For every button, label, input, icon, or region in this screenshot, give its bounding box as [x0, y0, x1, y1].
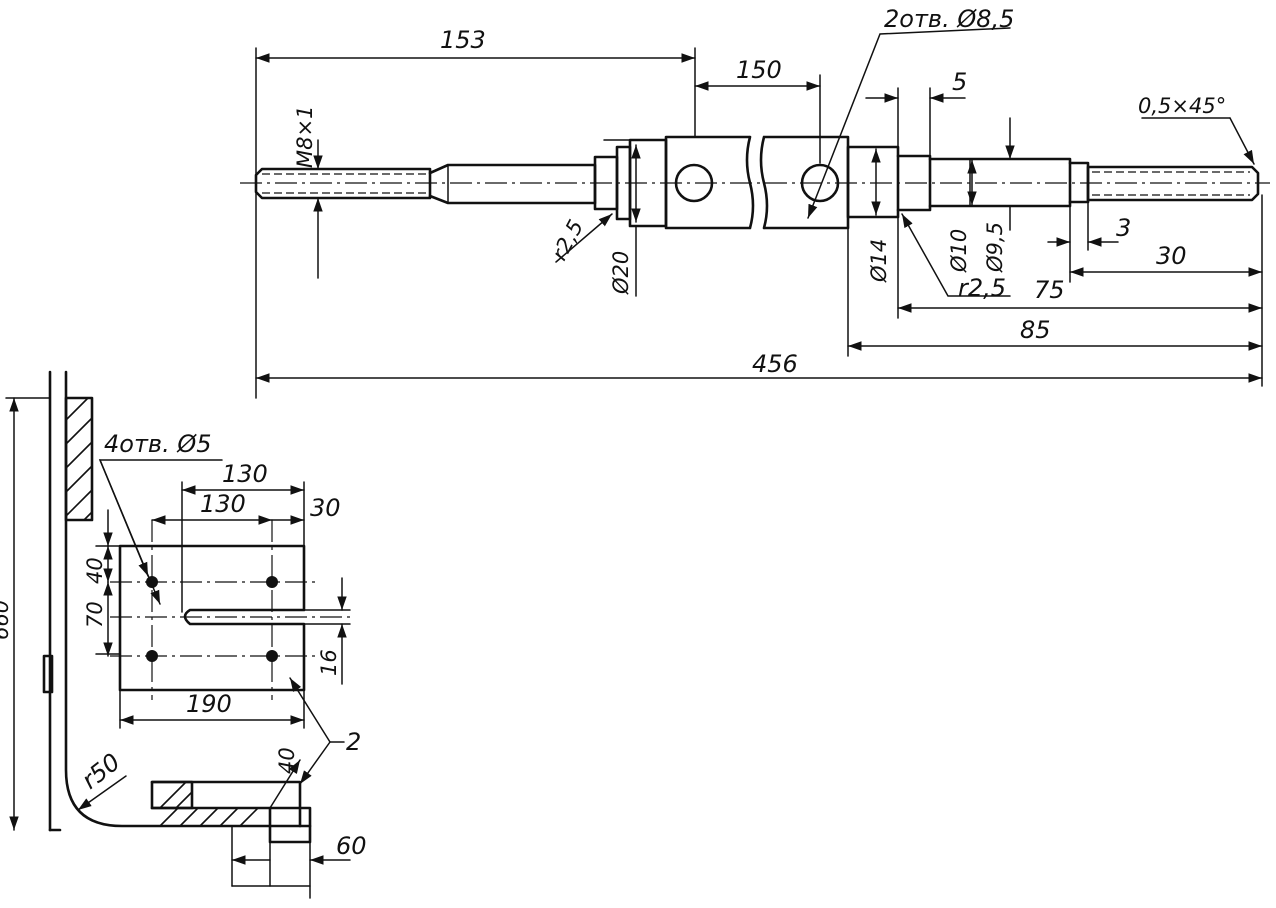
- dim-dia-20: Ø20: [609, 251, 633, 295]
- shaft-drawing: 153 150 2отв. Ø8,5 0,5×45° 5 M8×1 r2,5 Ø…: [240, 5, 1270, 399]
- hatched-block-top: [64, 396, 94, 522]
- dim-side-height: 660: [0, 600, 13, 640]
- label-r-right: r2,5: [958, 274, 1006, 302]
- dim-130-top: 130: [222, 460, 268, 488]
- hole-b: [266, 576, 278, 588]
- dim-456: 456: [752, 350, 798, 378]
- shaft-step-right: [896, 154, 932, 212]
- label-holes-shaft: 2отв. Ø8,5: [884, 5, 1014, 33]
- hole-2: [800, 163, 840, 203]
- block-left: [664, 135, 755, 230]
- dim-40: 40: [83, 557, 107, 584]
- dim-16: 16: [317, 649, 341, 676]
- collar-right: [846, 145, 900, 219]
- dim-40-bottom: 40: [275, 747, 299, 774]
- dim-dia-9-5: Ø9,5: [983, 222, 1007, 273]
- dim-dia-14: Ø14: [867, 239, 891, 283]
- bracket-side-inner: [64, 370, 312, 828]
- bracket-drawing: 4отв. Ø5 130 130 30 40 70 16 190 2 r50 4…: [0, 370, 367, 899]
- dim-153: 153: [440, 26, 486, 54]
- shaft-section-1: [428, 163, 597, 205]
- dim-85: 85: [1020, 316, 1051, 344]
- bracket-plate: [118, 544, 306, 692]
- dim-5: 5: [952, 68, 967, 96]
- label-holes-bracket: 4отв. Ø5: [104, 430, 212, 458]
- dim-150: 150: [736, 56, 782, 84]
- dim-60: 60: [336, 832, 367, 860]
- dim-190: 190: [186, 690, 232, 718]
- dim-dia-10: Ø10: [947, 229, 971, 273]
- dim-30: 30: [1156, 242, 1187, 270]
- label-chamfer: 0,5×45°: [1138, 94, 1226, 118]
- bottom-lug: [268, 806, 312, 844]
- dim-75: 75: [1034, 276, 1065, 304]
- dim-30-bracket: 30: [310, 494, 341, 522]
- shaft-section-2: [928, 157, 1072, 208]
- side-tab: [42, 654, 54, 694]
- hole-1: [674, 163, 714, 203]
- label-2: 2: [346, 728, 361, 756]
- dim-130: 130: [200, 490, 246, 518]
- label-r50: r50: [76, 748, 125, 795]
- hole-c: [146, 650, 158, 662]
- label-thread: M8×1: [293, 106, 317, 168]
- dim-3: 3: [1116, 214, 1131, 242]
- dim-70: 70: [83, 601, 107, 628]
- hole-d: [266, 650, 278, 662]
